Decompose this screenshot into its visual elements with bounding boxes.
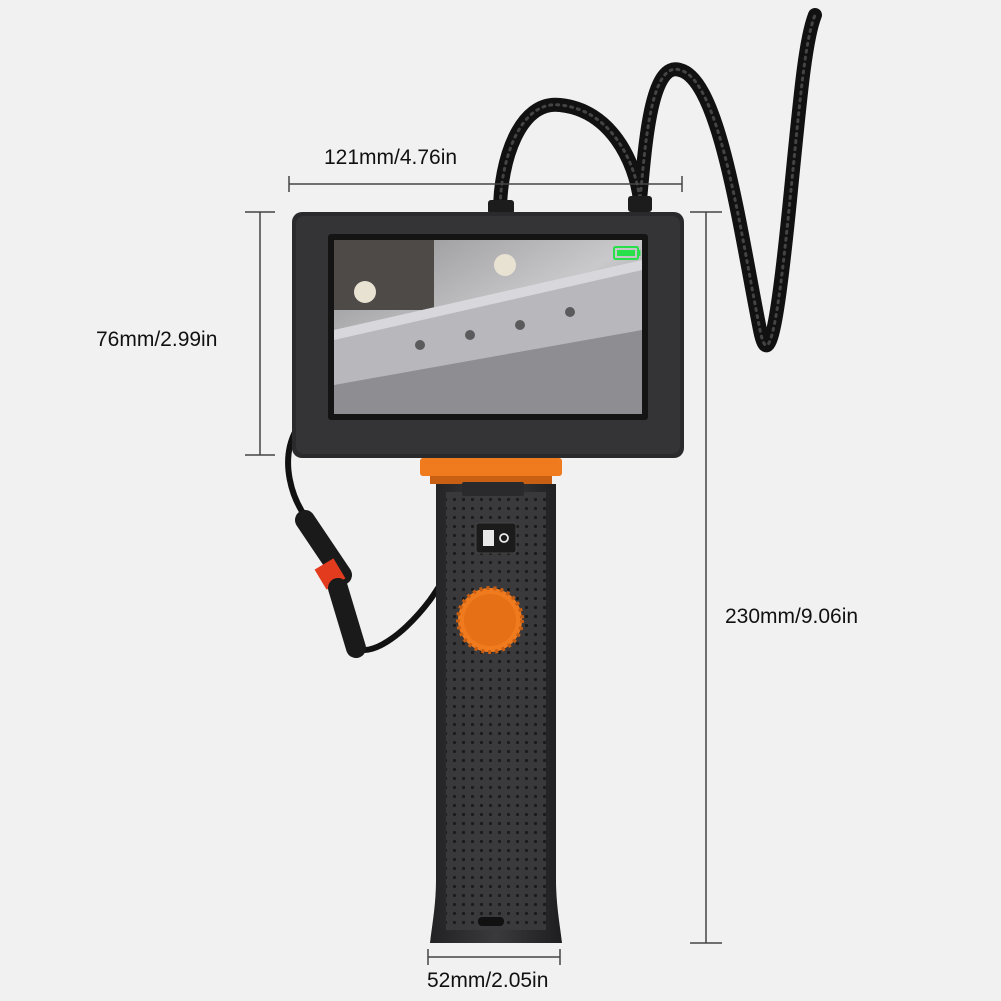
screen-width-label: 121mm/4.76in [324, 146, 458, 169]
cable-collar [488, 200, 514, 214]
cable-collar-right [628, 196, 652, 212]
grip-width-label: 52mm/2.05in [427, 969, 549, 992]
monitor-housing [292, 212, 684, 458]
gooseneck-cable [493, 8, 822, 353]
power-switch-icon[interactable] [475, 522, 517, 554]
rotary-knob-icon[interactable] [456, 586, 524, 654]
engine-image [334, 240, 642, 414]
hinge-bracket [420, 458, 562, 484]
total-height-label: 230mm/9.06in [725, 605, 859, 628]
side-cable [285, 427, 493, 658]
battery-full-icon [613, 246, 641, 260]
screen-height-label: 76mm/2.99in [96, 328, 218, 351]
grip-slot [478, 917, 504, 926]
dimension-lines [245, 176, 722, 965]
